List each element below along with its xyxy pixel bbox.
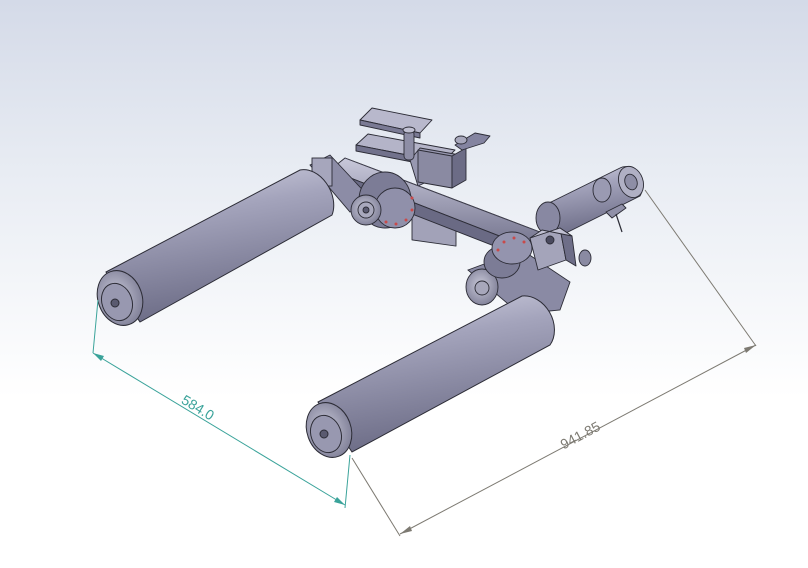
length-extension-line-right [644,189,757,347]
length-dimension-label: 941.85 [558,418,604,452]
left-roller [96,169,335,326]
length-extension-line-left [351,457,401,537]
width-dimension[interactable]: 584.0 [92,299,351,509]
length-arrow-left [400,526,412,534]
length-dimension-line [399,344,757,535]
right-roller [305,295,555,458]
adjuster-block [529,165,644,271]
width-arrow-right [334,497,345,505]
width-dimension-label: 584.0 [179,392,217,424]
width-extension-line-left [92,299,99,354]
width-dimension-line [92,352,346,506]
length-arrow-right [744,345,756,353]
width-extension-line-right [344,454,351,509]
width-arrow-left [93,353,104,361]
